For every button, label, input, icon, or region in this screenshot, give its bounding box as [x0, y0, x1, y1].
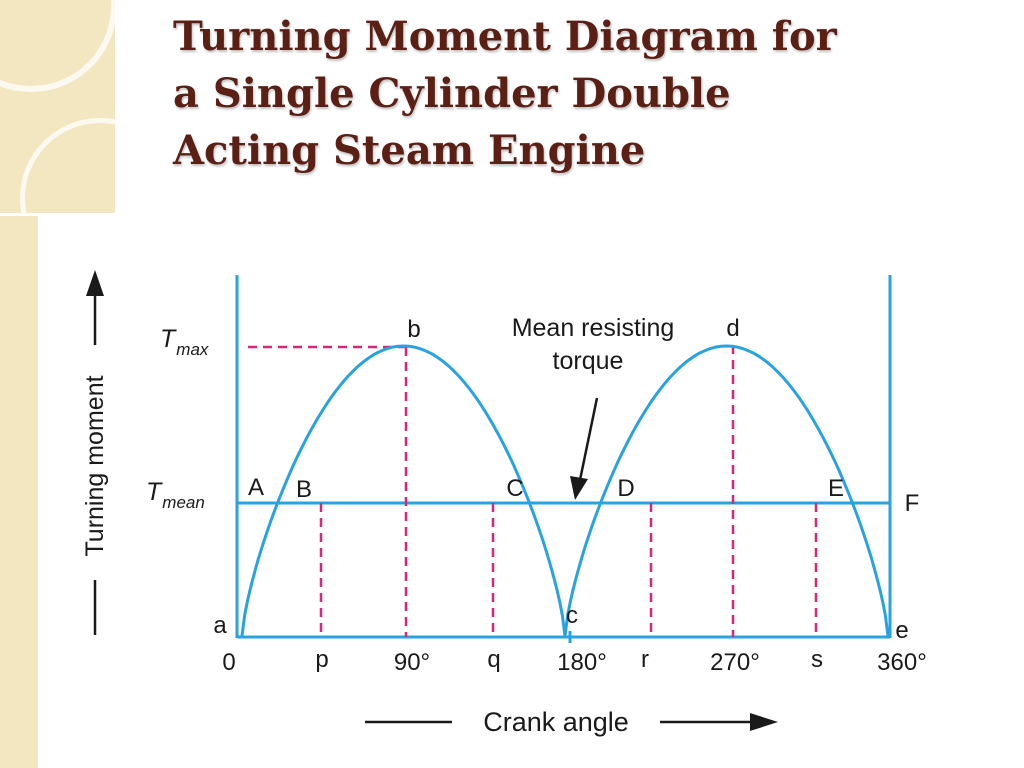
tmean-label: Tmean: [146, 478, 205, 512]
x-tick-r: r: [641, 646, 649, 673]
title-line-3: Acting Steam Engine: [173, 127, 646, 174]
x-tick-p: p: [315, 646, 328, 673]
tmean-subscript: mean: [162, 493, 205, 512]
point-c-label: c: [566, 602, 578, 629]
title-line-1: Turning Moment Diagram for: [173, 13, 837, 60]
point-F-label: F: [905, 490, 920, 517]
point-C-label: C: [506, 475, 523, 502]
point-D-label: D: [617, 475, 634, 502]
tmax-subscript: max: [176, 340, 209, 359]
decorative-corner: [0, 0, 115, 215]
decorative-side-strip: [0, 215, 38, 768]
x-axis-label: Crank angle: [483, 707, 629, 737]
tmax-symbol: T: [160, 325, 177, 353]
y-axis-label: Turning moment: [81, 375, 109, 556]
x-tick-q: q: [487, 646, 500, 673]
tmax-label: Tmax: [160, 325, 209, 359]
point-d-label: d: [726, 315, 739, 342]
turning-moment-curve: [240, 344, 890, 637]
x-tick-180: 180°: [557, 649, 607, 676]
slide-title: Turning Moment Diagram for a Single Cyli…: [173, 8, 993, 179]
tmean-symbol: T: [146, 478, 163, 506]
mean-torque-pointer-head: [570, 476, 588, 500]
mean-torque-note-line1: Mean resisting: [512, 314, 675, 342]
point-B-label: B: [296, 476, 312, 503]
x-axis-arrowhead: [750, 713, 778, 731]
point-b-label: b: [407, 316, 420, 343]
point-A-label: A: [248, 474, 264, 501]
decorative-divider: [0, 213, 1024, 216]
title-line-2: a Single Cylinder Double: [173, 70, 731, 117]
x-tick-270: 270°: [710, 649, 760, 676]
x-tick-s: s: [811, 646, 823, 673]
point-a-label: a: [213, 612, 227, 639]
x-tick-90: 90°: [394, 649, 430, 676]
mean-torque-pointer: [578, 397, 599, 481]
point-e-label: e: [895, 617, 908, 644]
x-tick-0: 0: [222, 649, 235, 676]
x-tick-360: 360°: [877, 649, 927, 676]
y-axis-arrowhead: [86, 270, 104, 296]
mean-torque-note-line2: torque: [553, 347, 624, 375]
point-E-label: E: [828, 475, 844, 502]
